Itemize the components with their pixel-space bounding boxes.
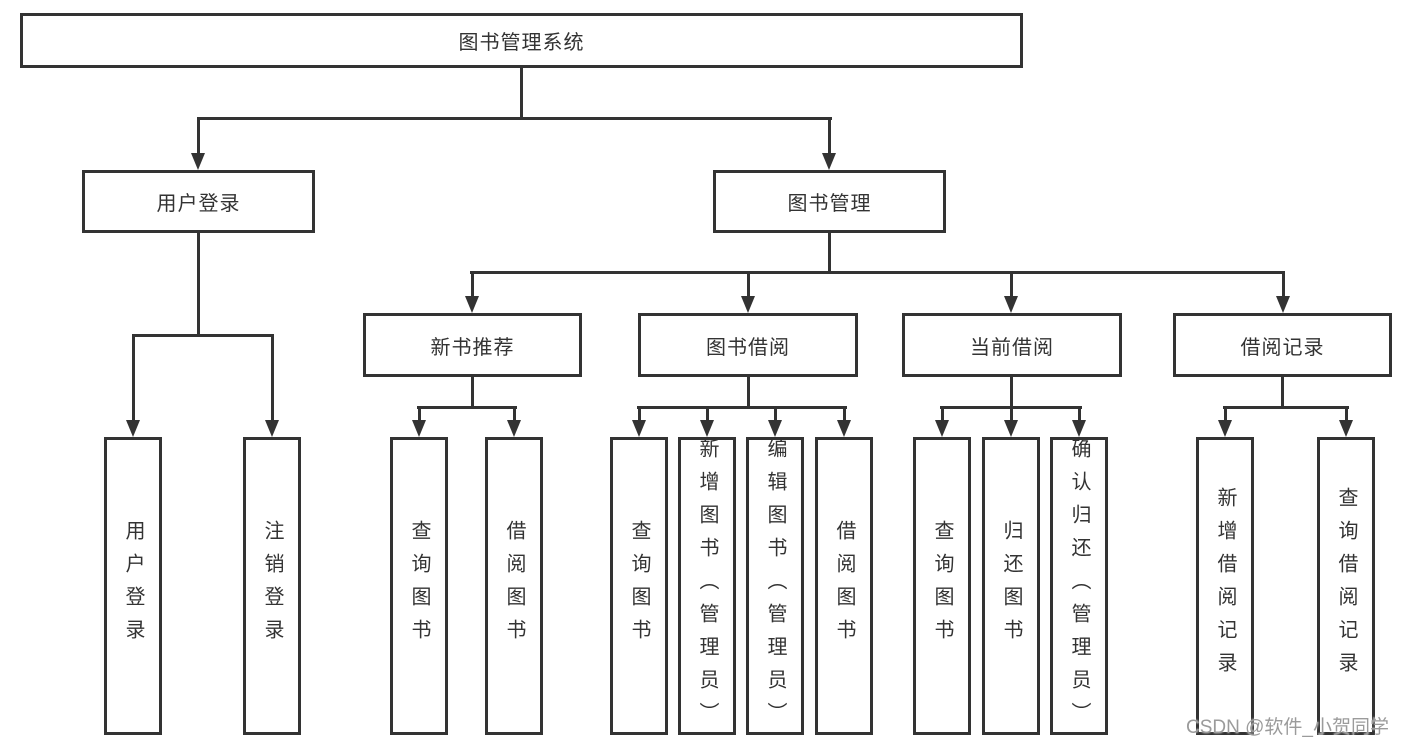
- arrow-down-icon: [1072, 420, 1086, 437]
- leaf-label: 借阅图书: [833, 520, 855, 652]
- connector-line: [774, 406, 777, 422]
- connector-line: [132, 334, 135, 422]
- arrow-down-icon: [465, 296, 479, 313]
- connector-line: [1010, 271, 1013, 299]
- connector-line: [747, 271, 750, 299]
- arrow-down-icon: [700, 420, 714, 437]
- leaf-borrow-book: 借阅图书: [815, 437, 873, 735]
- leaf-label: 借阅图书: [503, 520, 525, 652]
- arrow-down-icon: [822, 153, 836, 170]
- node-book-borrow: 图书借阅: [638, 313, 858, 377]
- connector-line: [470, 271, 1285, 274]
- connector-line: [1010, 406, 1013, 422]
- leaf-label: 编辑图书（管理员）: [764, 437, 786, 735]
- connector-line: [471, 271, 474, 299]
- connector-line: [1078, 406, 1081, 422]
- leaf-query-book-current: 查询图书: [913, 437, 971, 735]
- arrow-down-icon: [1339, 420, 1353, 437]
- leaf-label: 查询图书: [628, 520, 650, 652]
- connector-line: [520, 68, 523, 119]
- connector-line: [843, 406, 846, 422]
- connector-line: [197, 117, 832, 120]
- leaf-add-borrow-record: 新增借阅记录: [1196, 437, 1254, 735]
- leaf-label: 新增借阅记录: [1214, 487, 1236, 685]
- arrow-down-icon: [768, 420, 782, 437]
- leaf-return-book: 归还图书: [982, 437, 1040, 735]
- connector-line: [638, 406, 641, 422]
- leaf-logout: 注销登录: [243, 437, 301, 735]
- connector-line: [1010, 377, 1013, 409]
- arrow-down-icon: [1276, 296, 1290, 313]
- leaf-query-borrow-record: 查询借阅记录: [1317, 437, 1375, 735]
- node-current-borrow: 当前借阅: [902, 313, 1122, 377]
- connector-line: [1224, 406, 1227, 422]
- connector-line: [828, 233, 831, 274]
- connector-line: [941, 406, 944, 422]
- leaf-label: 归还图书: [1000, 520, 1022, 652]
- connector-line: [1282, 271, 1285, 299]
- arrow-down-icon: [741, 296, 755, 313]
- node-new-book-recommend: 新书推荐: [363, 313, 582, 377]
- watermark: CSDN @软件_小贺同学: [1186, 717, 1389, 738]
- node-user-login: 用户登录: [82, 170, 315, 233]
- connector-line: [513, 406, 516, 422]
- connector-line: [418, 406, 421, 422]
- arrow-down-icon: [935, 420, 949, 437]
- arrow-down-icon: [412, 420, 426, 437]
- leaf-user-login: 用户登录: [104, 437, 162, 735]
- leaf-label: 确认归还（管理员）: [1068, 437, 1090, 735]
- connector-line: [706, 406, 709, 422]
- connector-line: [471, 377, 474, 409]
- leaf-query-book-recommend: 查询图书: [390, 437, 448, 735]
- node-borrow-record: 借阅记录: [1173, 313, 1392, 377]
- connector-line: [271, 334, 274, 422]
- leaf-label: 查询图书: [408, 520, 430, 652]
- arrow-down-icon: [126, 420, 140, 437]
- connector-line: [747, 377, 750, 409]
- arrow-down-icon: [1218, 420, 1232, 437]
- connector-line: [828, 117, 831, 155]
- arrow-down-icon: [265, 420, 279, 437]
- node-library-system: 图书管理系统: [20, 13, 1023, 68]
- connector-line: [1345, 406, 1348, 422]
- leaf-add-book-admin: 新增图书（管理员）: [678, 437, 736, 735]
- connector-line: [197, 117, 200, 155]
- leaf-confirm-return-admin: 确认归还（管理员）: [1050, 437, 1108, 735]
- arrow-down-icon: [507, 420, 521, 437]
- node-book-management: 图书管理: [713, 170, 946, 233]
- leaf-query-book-borrow: 查询图书: [610, 437, 668, 735]
- arrow-down-icon: [837, 420, 851, 437]
- connector-line: [417, 406, 517, 409]
- leaf-label: 查询图书: [931, 520, 953, 652]
- arrow-down-icon: [632, 420, 646, 437]
- arrow-down-icon: [191, 153, 205, 170]
- connector-line: [1223, 406, 1349, 409]
- leaf-edit-book-admin: 编辑图书（管理员）: [746, 437, 804, 735]
- connector-line: [637, 406, 847, 409]
- arrow-down-icon: [1004, 420, 1018, 437]
- arrow-down-icon: [1004, 296, 1018, 313]
- connector-line: [132, 334, 274, 337]
- leaf-label: 查询借阅记录: [1335, 487, 1357, 685]
- connector-line: [197, 233, 200, 337]
- leaf-label: 新增图书（管理员）: [696, 437, 718, 735]
- leaf-label: 注销登录: [261, 520, 283, 652]
- connector-line: [1281, 377, 1284, 409]
- leaf-borrow-book-recommend: 借阅图书: [485, 437, 543, 735]
- leaf-label: 用户登录: [122, 520, 144, 652]
